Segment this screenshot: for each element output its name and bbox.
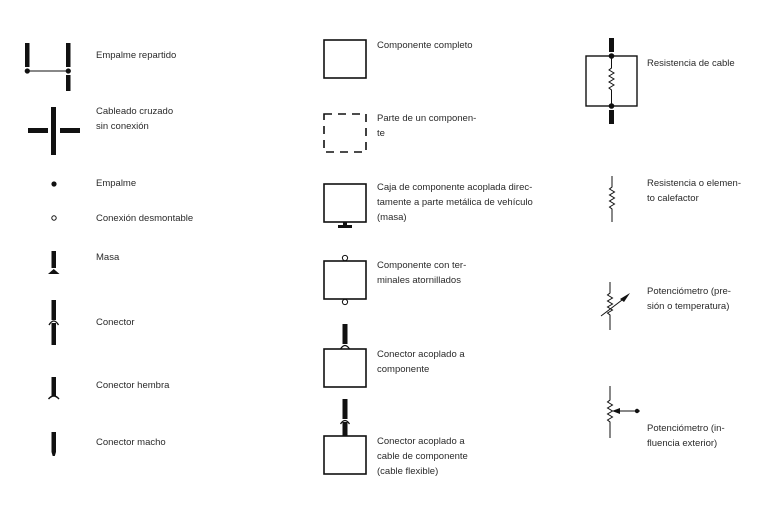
label-resistencia-calefactor: Resistencia o elemen- to calefactor <box>647 178 741 204</box>
label-cableado-cruzado: Cableado cruzado sin conexión <box>96 106 174 132</box>
connector-on-component-icon <box>323 324 367 388</box>
grounded-component-box-icon <box>323 183 367 228</box>
label-resistencia-cable: Resistencia de cable <box>647 58 735 69</box>
label-conector-hembra: Conector hembra <box>96 380 170 391</box>
connector-icon <box>48 300 60 345</box>
male-connector-icon <box>51 432 56 456</box>
connector-on-component-cable-icon <box>323 399 367 475</box>
label-masa: Masa <box>96 252 120 263</box>
heating-resistor-icon <box>608 176 616 222</box>
label-empalme: Empalme <box>96 178 137 189</box>
complete-component-icon <box>323 39 367 79</box>
label-potenciometro-presion: Potenciómetro (pre- sión o temperatura) <box>647 286 731 312</box>
ground-icon <box>48 251 60 274</box>
crossed-wires-icon <box>28 107 80 155</box>
splice-dot-icon <box>51 181 57 187</box>
pressure-temperature-potentiometer-icon <box>600 282 630 330</box>
label-terminales-atornillados: Componente con ter- minales atornillados <box>377 260 467 286</box>
detachable-connection-icon <box>51 215 57 221</box>
cable-resistance-icon <box>585 38 638 124</box>
label-componente-completo: Componente completo <box>377 40 473 51</box>
screw-terminals-component-icon <box>323 254 367 306</box>
label-conexion-desmontable: Conexión desmontable <box>96 213 194 224</box>
label-conector-macho: Conector macho <box>96 437 166 448</box>
label-caja-masa: Caja de componente acoplada direc- tamen… <box>377 182 533 223</box>
label-conector-acoplado-cable: Conector acoplado a cable de componente … <box>377 436 468 477</box>
label-conector: Conector <box>96 317 135 328</box>
label-empalme-repartido: Empalme repartido <box>96 50 177 61</box>
component-part-icon <box>323 113 367 153</box>
label-potenciometro-influencia: Potenciómetro (in- fluencia exterior) <box>647 423 725 449</box>
split-splice-icon <box>24 43 71 91</box>
female-connector-icon <box>47 377 60 400</box>
external-influence-potentiometer-icon <box>606 386 640 438</box>
label-conector-acoplado-componente: Conector acoplado a componente <box>377 349 465 375</box>
label-parte-componente: Parte de un componen- te <box>377 113 477 139</box>
